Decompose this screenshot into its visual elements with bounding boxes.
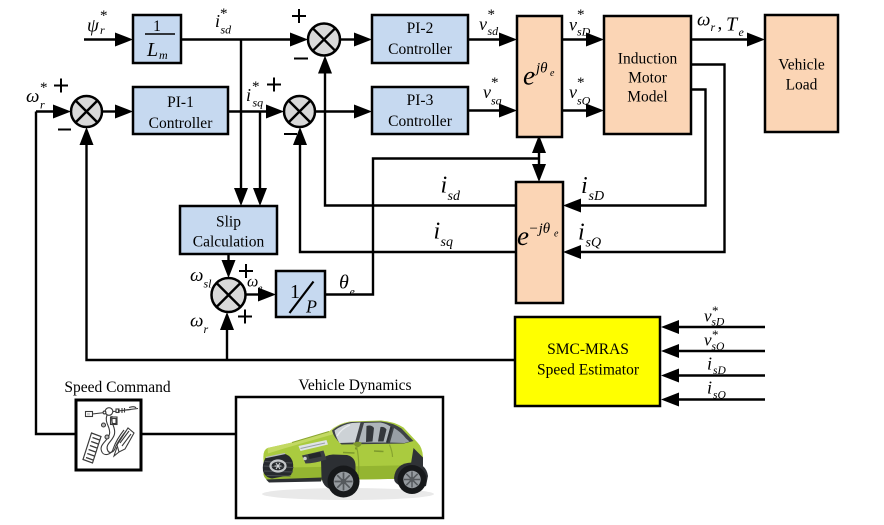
svg-text:ω: ω [190, 265, 203, 286]
svg-text:1: 1 [290, 281, 300, 303]
svg-text:sl: sl [204, 277, 213, 291]
svg-text:r: r [100, 23, 105, 37]
svg-text:*: * [712, 303, 719, 318]
svg-text:Controller: Controller [149, 115, 214, 132]
svg-text:Slip: Slip [216, 214, 241, 231]
svg-text:θ: θ [339, 272, 349, 294]
svg-text:sQ: sQ [713, 390, 726, 402]
svg-text:1: 1 [153, 18, 161, 35]
svg-text:i: i [434, 219, 441, 245]
svg-text:i: i [707, 378, 712, 398]
svg-text:Calculation: Calculation [193, 234, 265, 251]
svg-text:sd: sd [448, 189, 461, 204]
svg-text:*: * [577, 7, 585, 23]
svg-text:sQ: sQ [712, 341, 725, 353]
svg-text:v: v [483, 82, 491, 102]
svg-text:e: e [258, 284, 263, 295]
svg-text:*: * [252, 79, 260, 95]
svg-text:v: v [704, 307, 712, 326]
svg-text:e: e [550, 68, 555, 79]
svg-text:sd: sd [221, 23, 233, 37]
svg-text:i: i [441, 173, 448, 199]
svg-text:Induction: Induction [618, 51, 678, 68]
svg-text:i: i [246, 85, 251, 105]
svg-text:v: v [704, 331, 712, 350]
svg-text:PI-1: PI-1 [167, 94, 194, 111]
svg-text:*: * [491, 75, 499, 91]
svg-text:ω: ω [247, 274, 258, 291]
svg-text:jθ: jθ [534, 61, 548, 77]
svg-text:i: i [707, 354, 712, 374]
svg-text:*: * [488, 7, 496, 23]
svg-text:e: e [350, 285, 356, 299]
svg-text:e: e [554, 229, 559, 240]
svg-text:ω: ω [190, 311, 203, 332]
svg-text:*: * [40, 80, 48, 96]
svg-text:sD: sD [713, 365, 726, 377]
svg-text:sQ: sQ [577, 94, 591, 108]
svg-text:P: P [305, 297, 317, 317]
svg-text:sd: sd [488, 24, 500, 38]
svg-text:Vehicle Dynamics: Vehicle Dynamics [298, 377, 411, 394]
svg-text:Controller: Controller [388, 41, 453, 58]
svg-text:Vehicle: Vehicle [778, 57, 825, 74]
svg-text:*: * [712, 327, 719, 342]
svg-text:m: m [159, 48, 168, 62]
svg-text:Speed Command: Speed Command [64, 379, 171, 396]
svg-text:sq: sq [253, 96, 264, 110]
svg-text:Model: Model [627, 89, 667, 106]
svg-text:sq: sq [441, 235, 453, 250]
svg-text:*: * [220, 6, 228, 22]
svg-text:PI-3: PI-3 [407, 92, 434, 109]
svg-text:sD: sD [712, 317, 725, 329]
svg-text:e: e [739, 25, 745, 39]
svg-text:PI-2: PI-2 [407, 20, 434, 37]
svg-text:sD: sD [589, 189, 605, 204]
svg-text:ψ: ψ [87, 16, 100, 37]
svg-text:−jθ: −jθ [529, 221, 551, 237]
svg-text:sQ: sQ [586, 236, 602, 251]
svg-text:i: i [215, 11, 220, 31]
svg-text:sq: sq [491, 94, 502, 108]
svg-text:L: L [146, 39, 158, 61]
svg-text:*: * [100, 8, 108, 24]
svg-text:v: v [479, 14, 487, 34]
svg-text:ω: ω [697, 10, 710, 31]
svg-text:sD: sD [577, 25, 591, 39]
svg-text:r: r [711, 20, 716, 34]
svg-text:Load: Load [786, 77, 818, 94]
svg-text:,: , [718, 13, 723, 34]
svg-text:i: i [581, 173, 588, 199]
svg-text:v: v [569, 82, 577, 102]
svg-text:e: e [523, 61, 535, 91]
svg-text:Controller: Controller [388, 113, 453, 130]
svg-text:T: T [726, 14, 739, 36]
svg-text:r: r [204, 322, 209, 336]
svg-text:*: * [577, 75, 585, 91]
svg-text:i: i [578, 220, 585, 246]
svg-text:ω: ω [26, 86, 39, 107]
svg-text:Motor: Motor [628, 70, 668, 87]
svg-text:v: v [569, 15, 577, 35]
svg-text:r: r [40, 98, 45, 112]
svg-text:Speed Estimator: Speed Estimator [537, 362, 640, 379]
svg-text:e: e [517, 221, 529, 251]
svg-text:SMC-MRAS: SMC-MRAS [547, 341, 629, 358]
